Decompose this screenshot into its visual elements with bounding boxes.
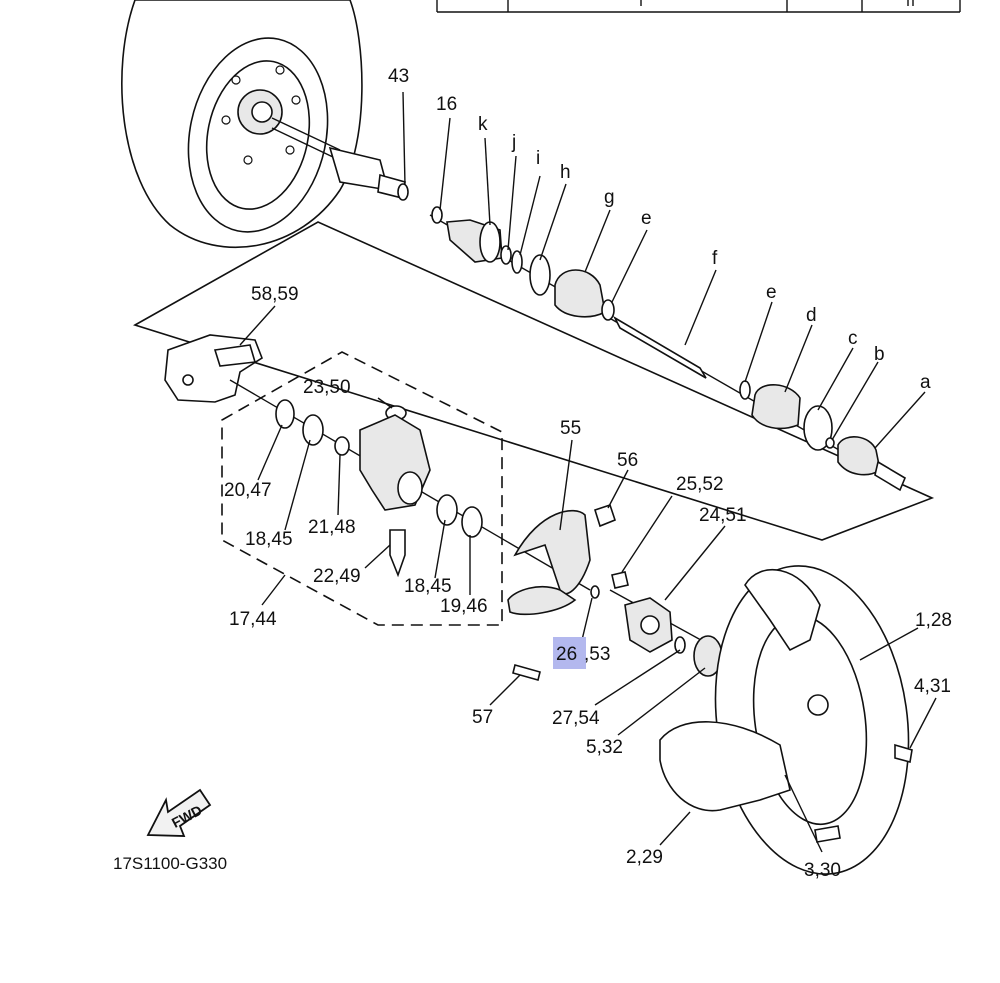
label-26: 26: [556, 644, 577, 665]
label-18-45-right: 18,45: [404, 576, 452, 597]
label-h: h: [560, 162, 571, 183]
label-20-47: 20,47: [224, 480, 272, 501]
label-22-49: 22,49: [313, 566, 361, 587]
knuckle-group-outline: [221, 351, 503, 626]
bolts-and-pins: [512, 503, 629, 681]
label-16: 16: [436, 94, 457, 115]
label-e-lower: e: [766, 282, 777, 303]
label-25-52: 25,52: [676, 474, 724, 495]
label-58-59: 58,59: [251, 284, 299, 305]
label-24-51: 24,51: [699, 505, 747, 526]
fwd-arrow-icon: FWD: [146, 788, 212, 837]
label-4-31: 4,31: [914, 676, 951, 697]
driveshaft-parts: [429, 206, 907, 492]
label-d: d: [806, 305, 817, 326]
label-k: k: [478, 114, 488, 135]
label-43: 43: [388, 66, 409, 87]
header-table-fragment: [436, 0, 961, 13]
label-56: 56: [617, 450, 638, 471]
label-23-50: 23,50: [303, 377, 351, 398]
knuckle-assembly: [229, 379, 591, 591]
front-wheel: [659, 565, 913, 875]
rear-wheel-top: [121, 0, 363, 249]
label-g: g: [604, 187, 615, 208]
callout-labels: 43 16 k j i h g e f e d c b a 58,59 23,5…: [113, 66, 952, 881]
label-26-suffix-53: ,53: [584, 644, 610, 665]
label-e-upper: e: [641, 208, 652, 229]
label-f: f: [712, 248, 718, 269]
highlight-26: [553, 637, 586, 669]
axle-shaft-top: [271, 117, 409, 201]
label-c: c: [848, 328, 858, 349]
label-2-29: 2,29: [626, 847, 663, 868]
label-21-48: 21,48: [308, 517, 356, 538]
label-18-45-left: 18,45: [245, 529, 293, 550]
label-17-44: 17,44: [229, 609, 277, 630]
label-55: 55: [560, 418, 581, 439]
label-57: 57: [472, 707, 493, 728]
label-1-28: 1,28: [915, 610, 952, 631]
label-i: i: [536, 148, 540, 169]
label-b: b: [874, 344, 885, 365]
bracket-58-59: [164, 334, 263, 403]
label-j: j: [511, 132, 516, 153]
label-19-46: 19,46: [440, 596, 488, 617]
label-27-54: 27,54: [552, 708, 600, 729]
hub-24-51: [609, 589, 911, 756]
label-a: a: [920, 372, 931, 393]
leader-lines: [239, 91, 937, 853]
drawing-code: 17S1100-G330: [113, 854, 227, 873]
driveshaft-group-outline: [132, 221, 935, 541]
label-5-32: 5,32: [586, 737, 623, 758]
label-3-30: 3,30: [804, 860, 841, 881]
brake-disc-55: [507, 509, 591, 616]
